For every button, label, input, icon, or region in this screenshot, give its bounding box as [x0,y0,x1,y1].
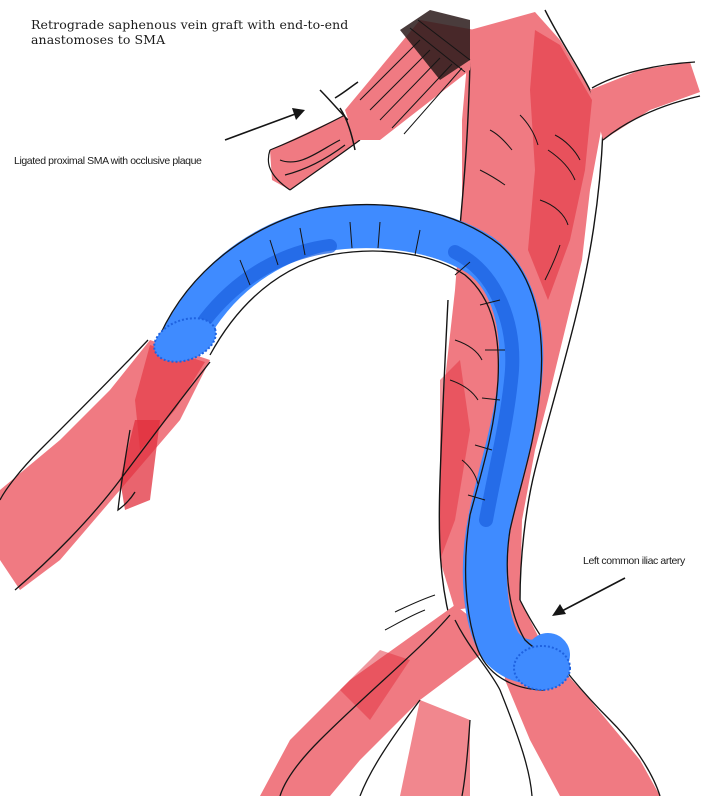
ligated-sma-stump [268,82,360,190]
saphenous-vein-graft [148,205,570,690]
graft-proximal-segment [345,10,475,140]
iliac-bifurcation [260,600,660,796]
arrow-ligated-sma [225,108,305,140]
ligated-sma-label: Ligated proximal SMA with occlusive plaq… [14,155,254,168]
inner-branch-fill [400,700,470,796]
aortic-branch [590,62,700,140]
aortic-branch-fill [590,62,700,140]
left-iliac-label: Left common iliac artery [583,555,713,568]
left-side-artery [0,340,210,590]
arrow-line [560,578,625,612]
aorta-shade [528,30,592,300]
graft-label: Retrograde saphenous vein graft with end… [31,17,361,47]
arrow-line [225,113,298,140]
distal-anastomosis [514,646,570,690]
arrow-left-iliac [552,578,625,616]
left-iliac-fill [500,600,660,796]
sma-stump-fill [270,115,360,190]
